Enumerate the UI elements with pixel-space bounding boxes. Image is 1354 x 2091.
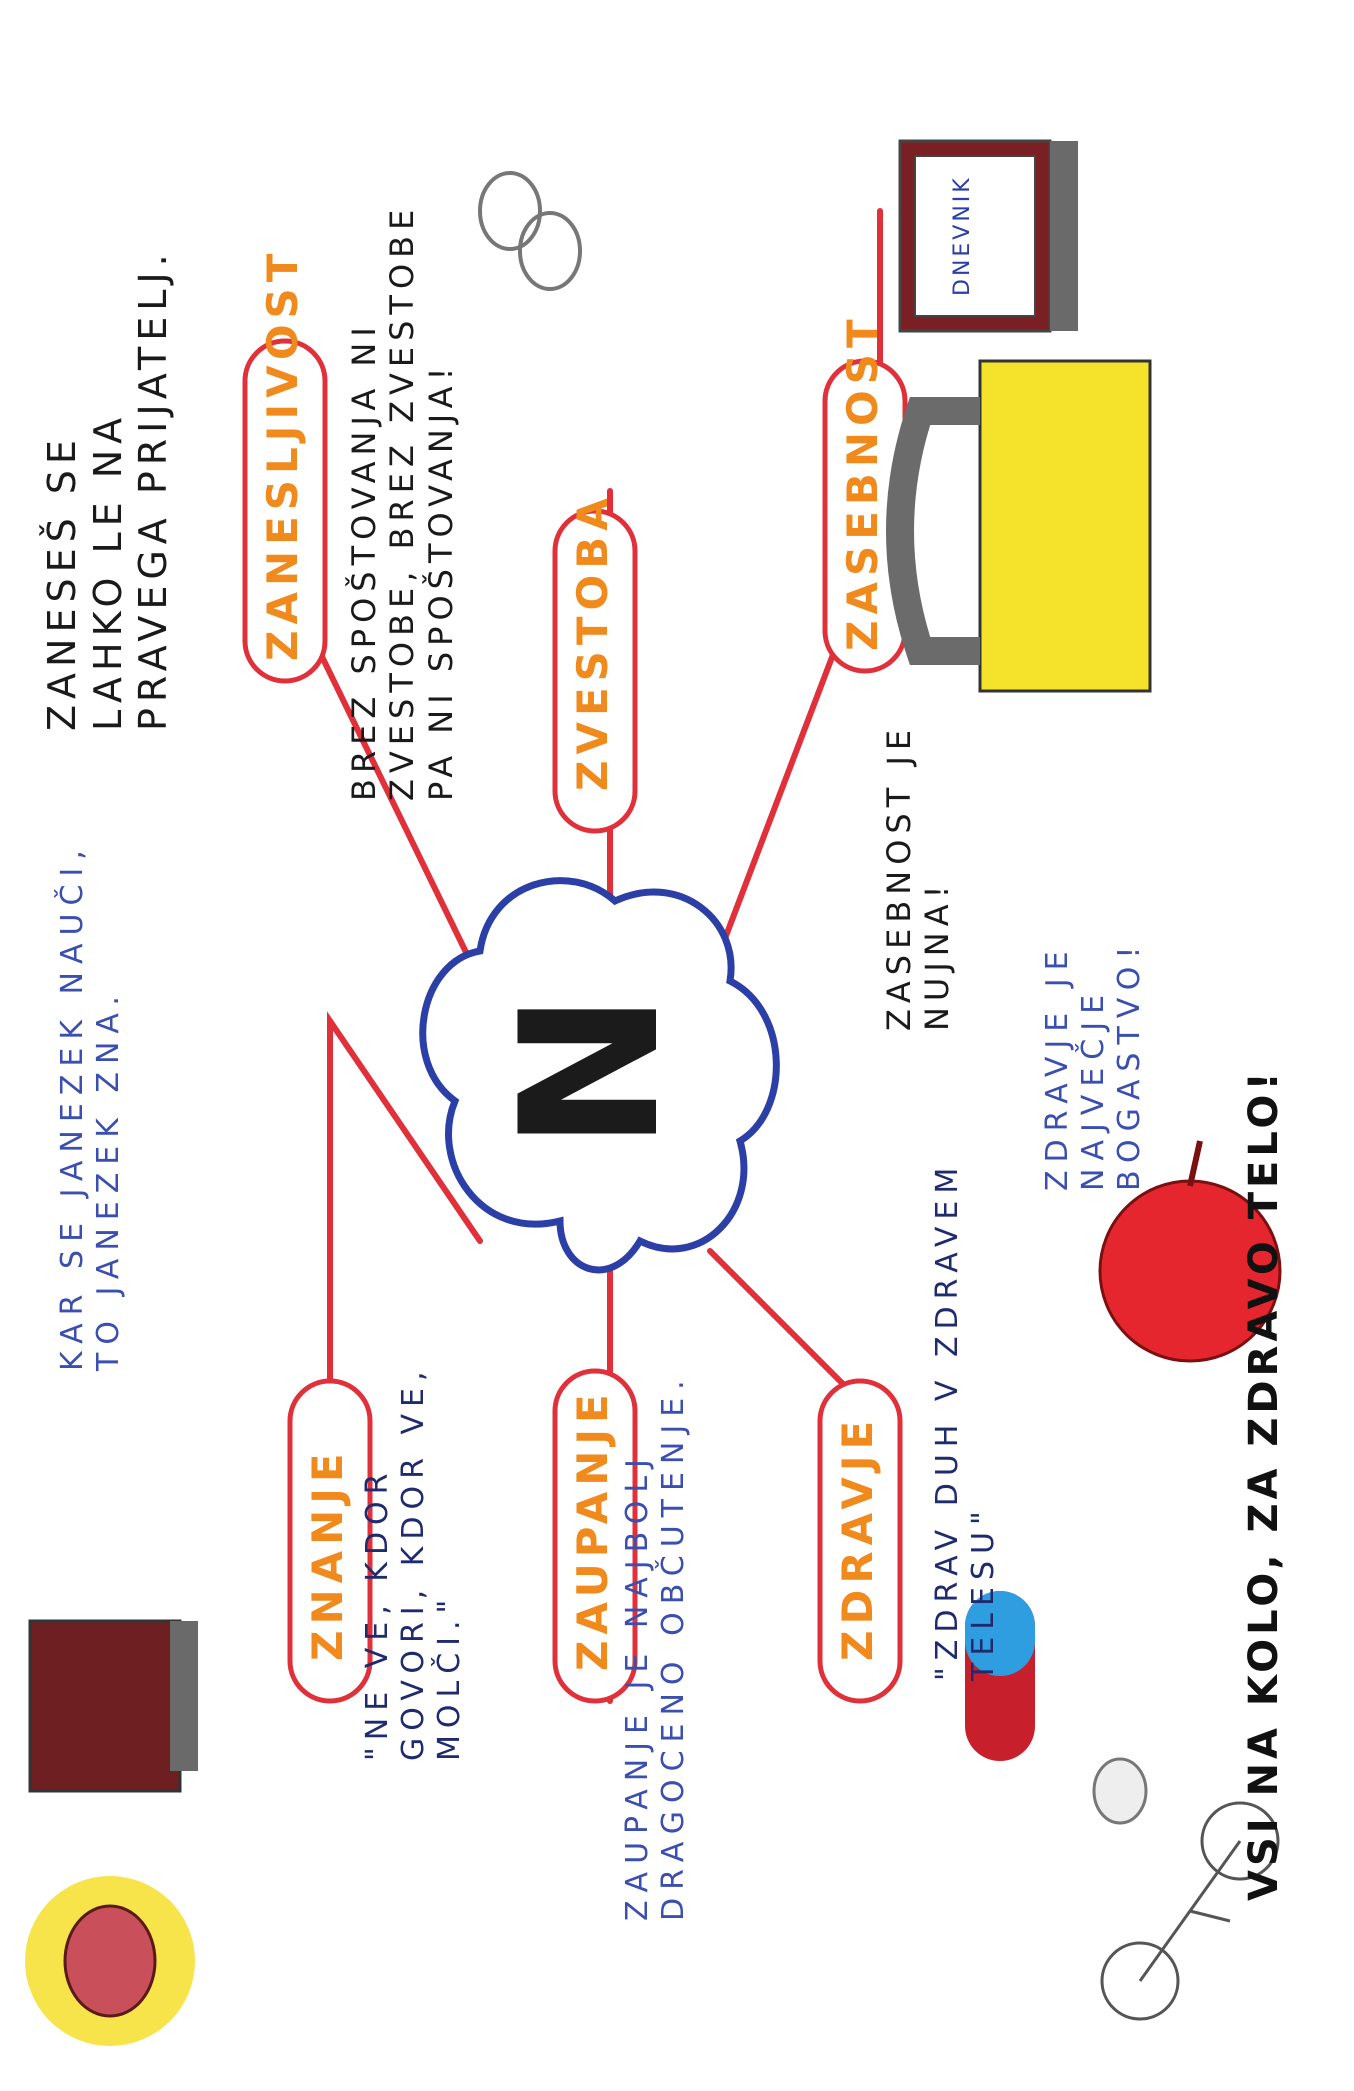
label-znanje: ZNANJE [303, 1447, 352, 1661]
label-zvestoba: ZVESTOBA [568, 492, 617, 791]
cloud-znanje [287, 1378, 373, 1704]
branch-line-znanje [327, 1011, 483, 1244]
cloud-zaupanje [552, 1368, 638, 1704]
text-zvestoba: BREZ SPOŠTOVANJA NI ZVESTOBE, BREZ ZVEST… [345, 203, 460, 801]
cloud-zvestoba [552, 508, 638, 834]
label-zdravje: ZDRAVJE [833, 1414, 882, 1661]
text-zanesljivost: ZANESEŠ SE LAHKO LE NA PRAVEGA PRIJATELJ… [40, 248, 176, 731]
label-zanesljivost: ZANESLJIVOST [258, 247, 307, 661]
cloud-zdravje [817, 1378, 903, 1704]
pill-icon [965, 1591, 1035, 1761]
text-zdravje: ZDRAVJE JE NAJVEČJE BOGASTVO! [1040, 938, 1147, 1191]
footer-slogan: VSI NA KOLO, ZA ZDRAVO TELO! [1241, 1068, 1287, 1901]
cyclist-sketch-icon [1100, 1801, 1280, 2021]
center-letter: N [480, 991, 701, 1151]
text-zasebnost: ZASEBNOST JE NUJNA! [880, 723, 957, 1031]
text-znanje: KAR SE JANEZEK NAUČI, TO JANEZEK ZNA. [55, 842, 126, 1371]
padlock-icon [886, 359, 1152, 693]
apple-icon [1098, 1140, 1282, 1363]
rings-icon [478, 171, 582, 291]
diary-label: DNEVNIK [950, 175, 975, 296]
quote-zdravje: "ZDRAV DUH V ZDRAVEM TELESU" [930, 1160, 1001, 1681]
quote-znanje: "NE VE, KDOR GOVORI, KDOR VE, MOLČI." [360, 1364, 467, 1762]
book-icon [28, 1619, 198, 1793]
label-zaupanje: ZAUPANJE [568, 1388, 617, 1671]
text-zaupanje: ZAUPANJE JE NAJBOLJ DRAGOCENO OBČUTENJE. [620, 1372, 691, 1921]
tablet-icon [1092, 1757, 1148, 1825]
diary-book-icon [898, 139, 1078, 333]
brain-sun-icon [25, 1876, 195, 2046]
label-zasebnost: ZASEBNOST [838, 313, 887, 651]
center-cloud [419, 877, 780, 1274]
cloud-zanesljivost [242, 338, 328, 684]
